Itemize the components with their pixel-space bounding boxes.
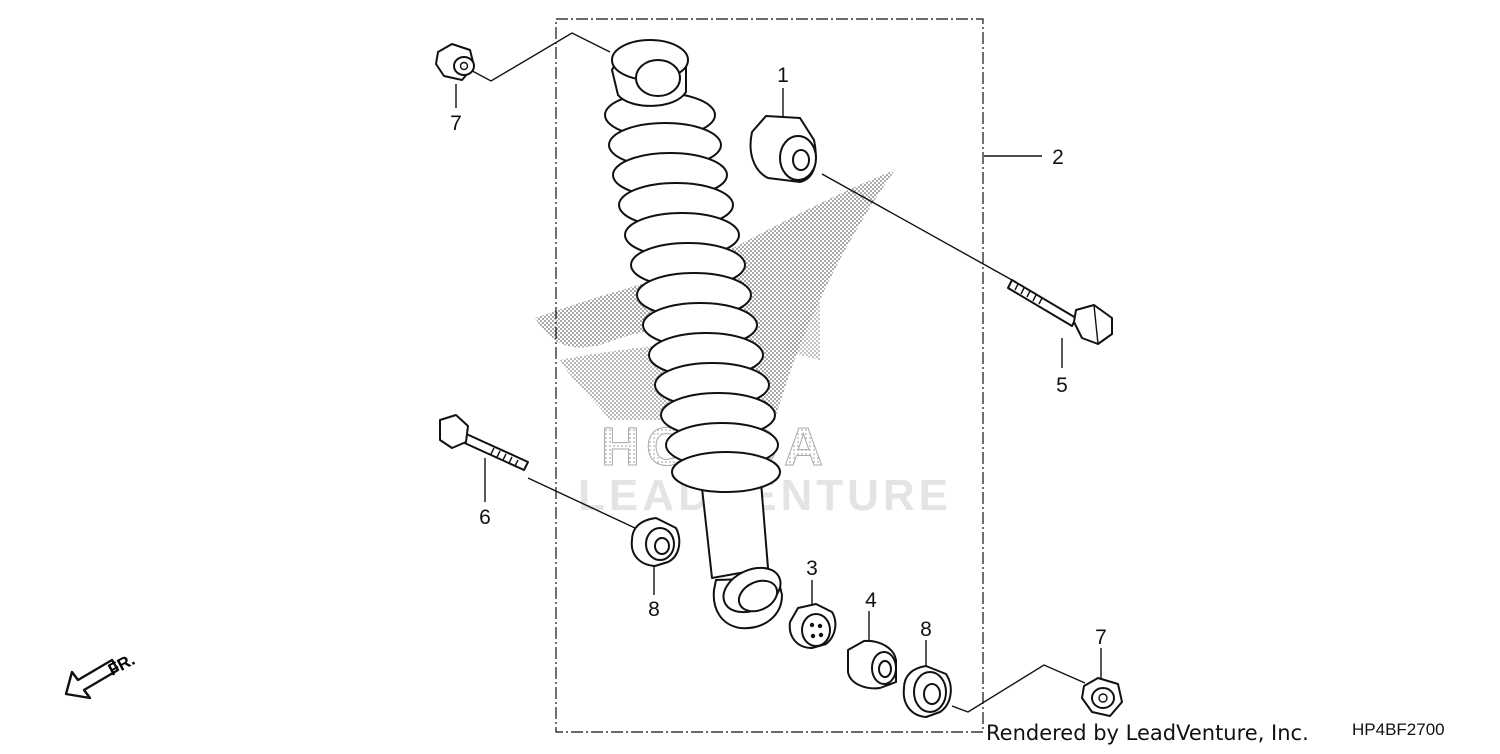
upper-bushing-part-1	[749, 115, 817, 183]
flange-nut-part-7-lower	[1081, 677, 1123, 717]
callout-4: 4	[865, 589, 877, 612]
rear-shock-absorber	[604, 39, 783, 630]
diagram-code: HP4BF2700	[1352, 720, 1445, 739]
front-direction-arrow: FR.	[64, 650, 138, 700]
callout-8-right: 8	[920, 618, 932, 641]
callout-2: 2	[1052, 146, 1064, 169]
callout-6: 6	[479, 506, 491, 529]
collar-part-4	[847, 639, 897, 690]
callout-5: 5	[1056, 374, 1068, 397]
callout-3: 3	[806, 557, 818, 580]
callout-7-lower: 7	[1095, 626, 1107, 649]
callout-7-upper: 7	[450, 112, 462, 135]
shock-upper-mount-eye	[611, 39, 689, 107]
shock-lower-mount-eye	[712, 566, 783, 630]
shock-assembly-dashed-box	[555, 18, 984, 733]
callout-1: 1	[777, 64, 789, 87]
flange-bolt-part-5	[1007, 279, 1113, 345]
lower-bushing-part-3	[788, 603, 837, 649]
flange-nut-part-7-upper	[435, 43, 475, 81]
flange-bolt-part-6	[439, 414, 529, 471]
callout-8-left: 8	[648, 598, 660, 621]
leader-lines	[455, 32, 1102, 713]
dust-seal-part-8-left	[630, 517, 681, 567]
rendered-by-credit: Rendered by LeadVenture, Inc.	[986, 721, 1309, 745]
dust-seal-part-8-right	[902, 665, 952, 718]
